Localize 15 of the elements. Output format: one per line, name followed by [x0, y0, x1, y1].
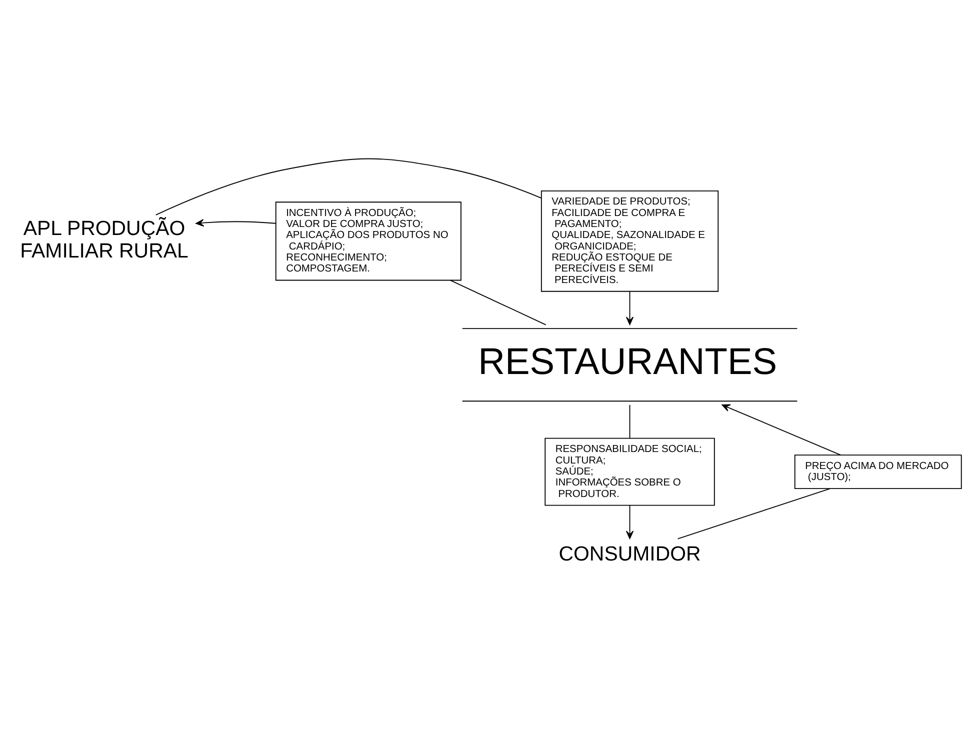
connector [629, 404, 630, 439]
node-box: PREÇO ACIMA DO MERCADO (JUSTO); [794, 454, 962, 490]
connector [677, 488, 830, 540]
node-text: RESTAURANTES [478, 340, 778, 382]
arrow [626, 504, 634, 539]
arrow [722, 404, 842, 456]
connector [450, 280, 546, 326]
node-box: INCENTIVO À PRODUÇÃO; VALOR DE COMPRA JUSTO; APLICAÇÃO DOS PRODUTOS NO CARDÁPIO; RECONHECIMENTO; COMPOSTAGEM. [275, 202, 462, 281]
arrow [196, 219, 276, 227]
node-box: VARIEDADE DE PRODUTOS; FACILIDADE DE COMPRA E PAGAMENTO; QUALIDADE, SAZONALIDADE E ORGANICIDADE; REDUÇÃO ESTOQUE DE PERECÍVEIS E SEMI PERECÍVEIS. [540, 190, 719, 292]
arrow [626, 291, 634, 325]
node-text: CONSUMIDOR [558, 542, 701, 566]
connector [155, 158, 542, 216]
node-box: RESPONSABILIDADE SOCIAL; CULTURA; SAÚDE; INFORMAÇÕES SOBRE O PRODUTOR. [544, 438, 715, 506]
node-text: APL PRODUÇÃO FAMILIAR RURAL [20, 217, 188, 263]
